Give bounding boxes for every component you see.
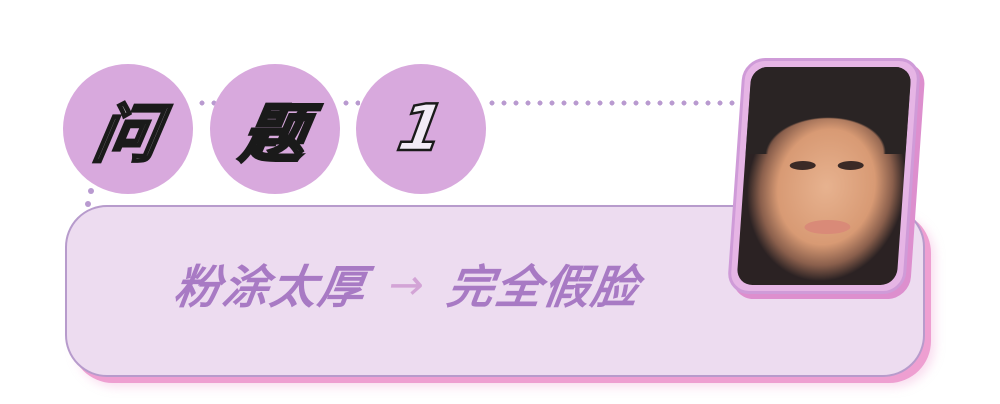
dotted-line-1 [196,100,216,106]
badge-circle-2: 题 [210,64,340,194]
badge-label: 1 [391,91,451,168]
mouth [803,219,851,234]
right-eye [837,160,864,170]
left-eye [789,160,816,170]
arrow-right-icon: → [385,259,430,309]
caption-right: 完全假脸 [443,260,644,314]
panel-caption: 粉涂太厚 → 完全假脸 [171,252,645,316]
hair [745,67,912,155]
dot-connector-2 [85,201,91,207]
badge-label: 问 [87,97,167,174]
badge-circle-3: 1 [356,64,486,194]
dot-connector-1 [88,188,94,194]
badge-circle-1: 问 [63,64,193,194]
photo-frame [726,58,922,294]
dotted-line-3 [486,100,748,106]
caption-left: 粉涂太厚 [170,260,371,314]
dotted-line-2 [340,100,360,106]
portrait-photo [736,67,912,285]
badge-label: 题 [234,97,314,174]
